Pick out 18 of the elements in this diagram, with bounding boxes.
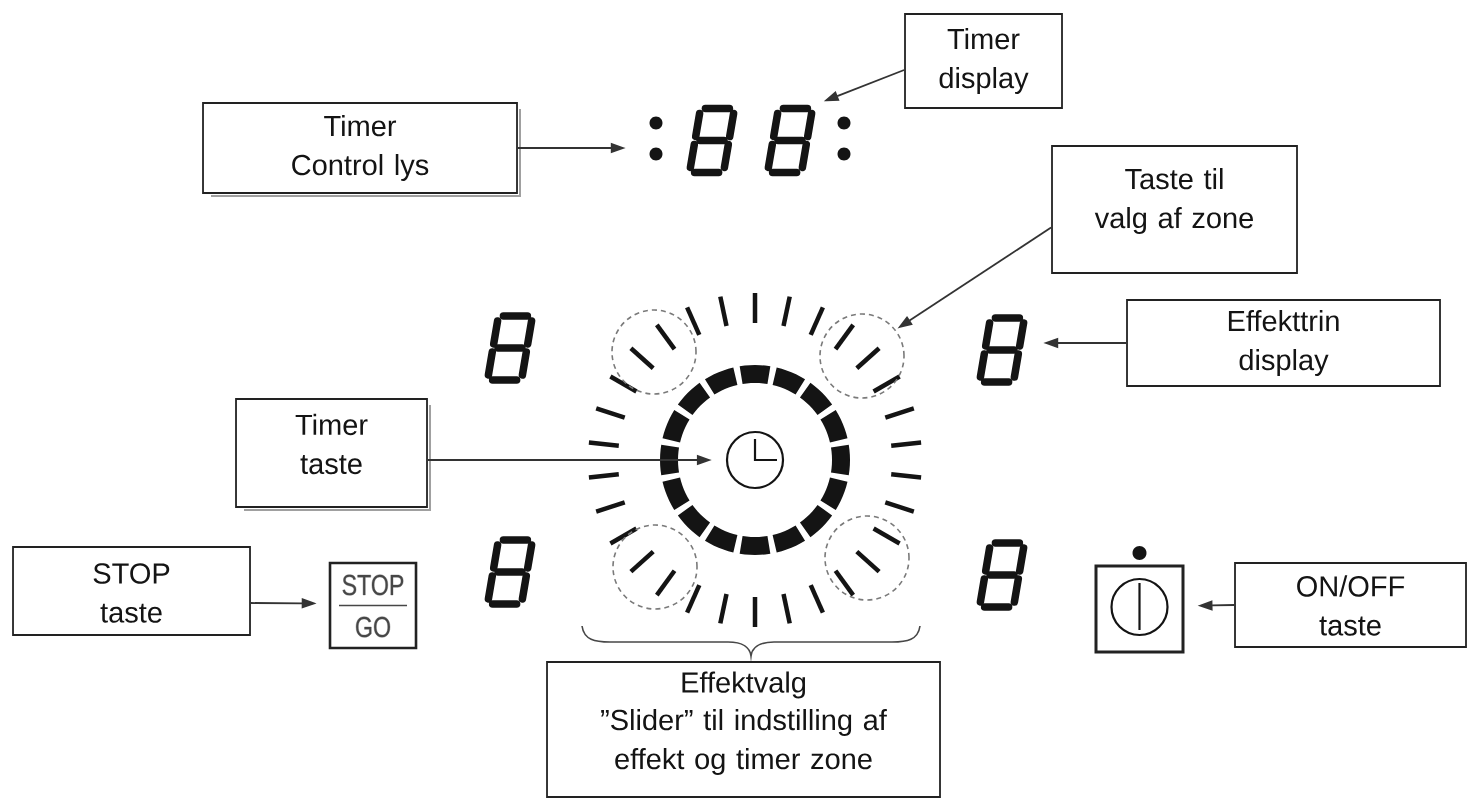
callout-box: STOP taste	[12, 546, 251, 636]
callout-box: Timer display	[904, 13, 1063, 109]
callout-box: Effekttrin display	[1126, 299, 1441, 387]
stop-go-button: STOP GO	[328, 561, 418, 650]
digit-display	[976, 314, 1028, 386]
zone-circle	[819, 313, 905, 399]
zone-circle	[611, 309, 697, 395]
zone-circle	[824, 515, 910, 601]
callout-box: Timer taste	[235, 398, 431, 511]
power-button	[1094, 546, 1185, 654]
callout-box: ON/OFF taste	[1234, 562, 1467, 648]
digit-display	[686, 104, 816, 177]
zone-circle	[612, 524, 698, 610]
indicator-dots	[649, 116, 663, 161]
clock-icon	[725, 430, 785, 490]
callout-box: Timer Control lys	[202, 102, 521, 197]
callout-box: Effektvalg ”Slider” til indstilling af effekt og timer zone	[546, 661, 941, 798]
callout-box: Taste til valg af zone	[1051, 145, 1298, 274]
